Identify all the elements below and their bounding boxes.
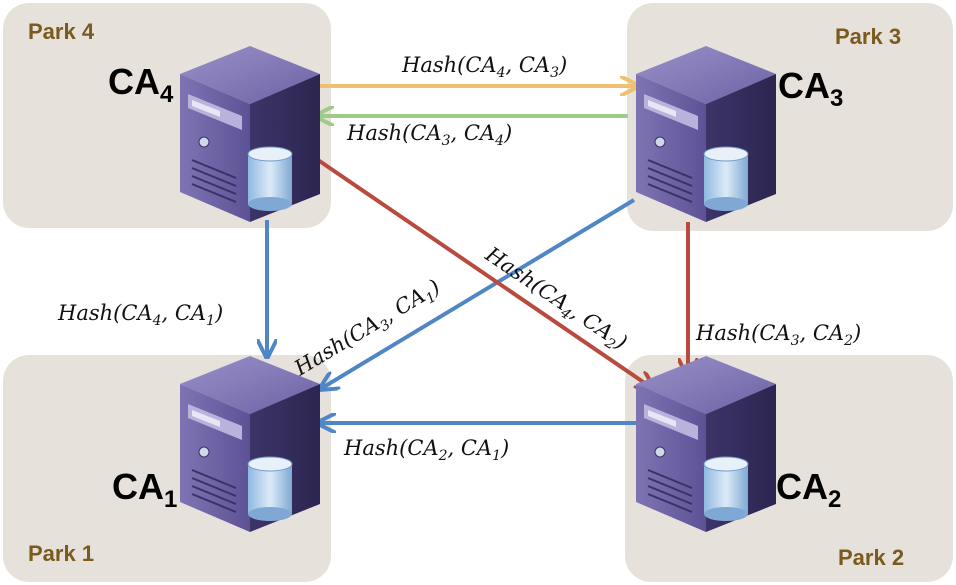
server-icon-ca1 — [179, 355, 321, 533]
label-ca3-ca4: Hash(CA3, CA4) — [346, 121, 512, 149]
label-ca4-ca1: Hash(CA4, CA1) — [57, 301, 223, 329]
park-3-label: Park 3 — [835, 24, 901, 49]
label-ca4-ca3: Hash(CA4, CA3) — [401, 53, 567, 81]
server-icon-ca4 — [179, 45, 321, 223]
edge-ca3-ca1 — [322, 198, 636, 388]
park-4-label: Park 4 — [28, 19, 95, 44]
ca1-label: CA1 — [112, 466, 177, 513]
label-ca4-ca2: Hash(CA4, CA2) — [478, 242, 631, 358]
server-icon-ca3 — [635, 45, 777, 223]
ca2-label: CA2 — [776, 466, 841, 513]
park-1-label: Park 1 — [28, 541, 94, 566]
ca3-label: CA3 — [778, 65, 843, 112]
label-ca2-ca1: Hash(CA2, CA1) — [343, 436, 509, 464]
ca4-label: CA4 — [108, 61, 174, 108]
label-ca3-ca2: Hash(CA3, CA2) — [695, 321, 861, 349]
edge-ca4-ca2 — [316, 158, 652, 388]
park-2-label: Park 2 — [838, 545, 904, 570]
server-icon-ca2 — [635, 355, 777, 533]
